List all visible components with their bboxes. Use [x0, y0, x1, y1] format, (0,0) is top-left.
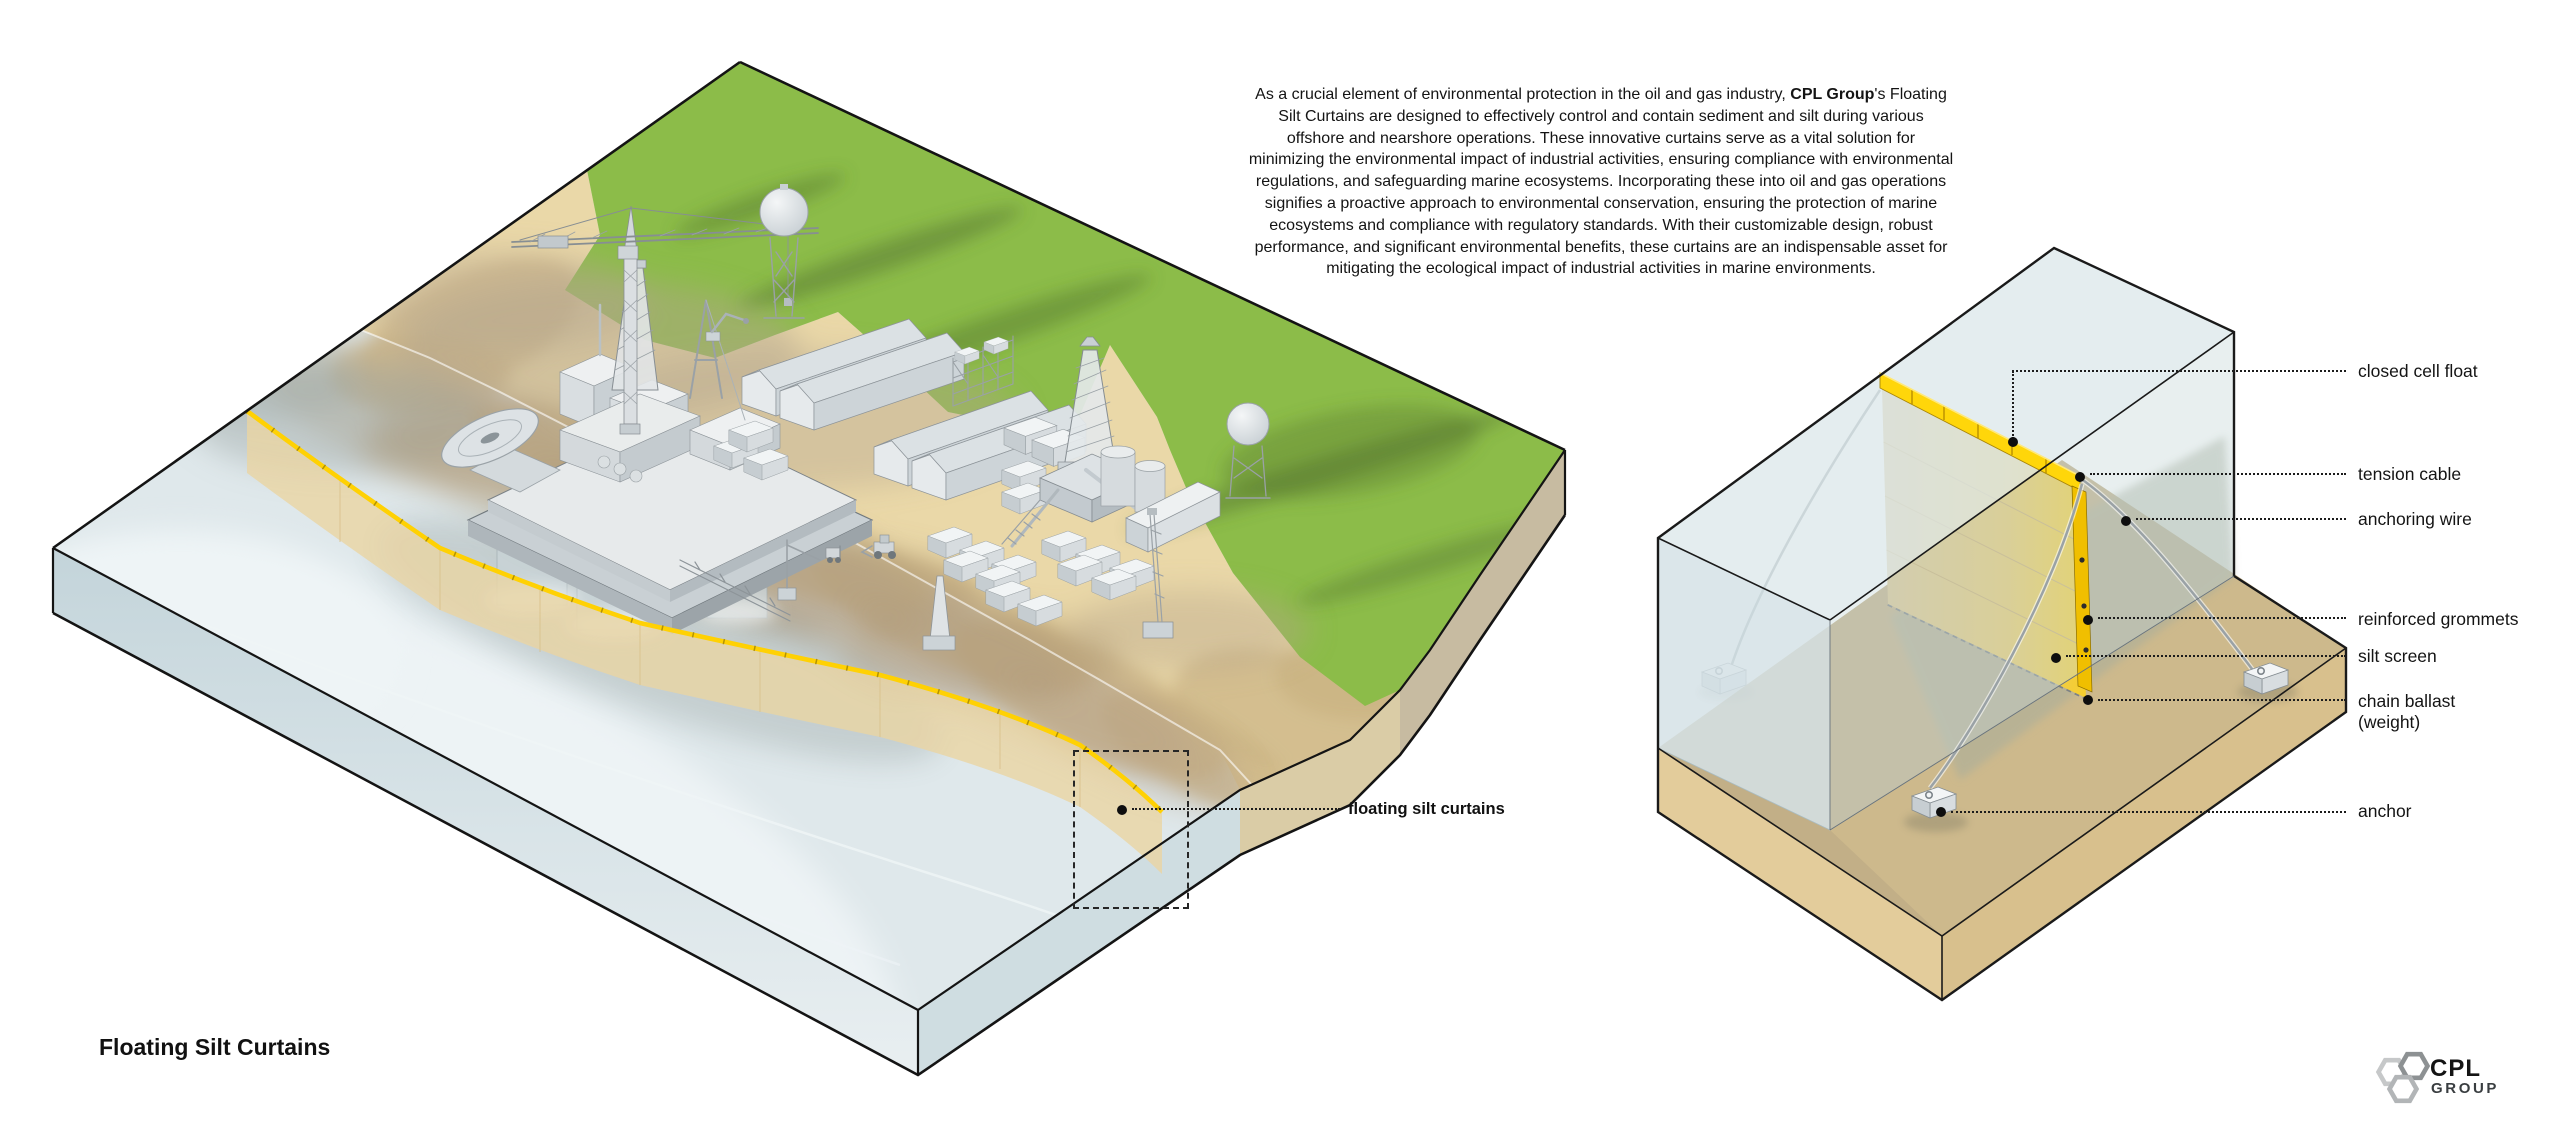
- leader-silt-screen: [2066, 655, 2346, 657]
- long-building: [1125, 481, 1221, 553]
- seabed-front-right: [1942, 648, 2346, 1000]
- water-tower: [759, 184, 809, 319]
- curtain-focus-box: [1073, 750, 1189, 909]
- water-tower-2: [1225, 402, 1271, 499]
- warehouse-buildings: [741, 318, 1087, 501]
- leader-reinforced-grommets: [2098, 617, 2346, 619]
- dot-chain-ballast: [2083, 695, 2093, 705]
- dot-silt-screen: [2051, 653, 2061, 663]
- leader-anchoring-wire: [2136, 518, 2346, 520]
- seabed-ledge: [1830, 576, 2346, 936]
- leader-floating-silt-curtains: [1132, 808, 1340, 810]
- diagram-outline: [1656, 246, 2348, 1002]
- intro-lead: As a crucial element of environmental pr…: [1255, 86, 1791, 103]
- dot-reinforced-grommets: [2083, 615, 2093, 625]
- block-outline: [51, 60, 1567, 1077]
- curtain-skirt: [247, 411, 1162, 874]
- industrial-structures: [441, 184, 1271, 651]
- detail-diagram: [1656, 246, 2348, 1002]
- intro-paragraph: As a crucial element of environmental pr…: [1248, 84, 1954, 280]
- leader-closed-cell-float: [2012, 370, 2346, 372]
- dot-anchoring-wire: [2121, 516, 2131, 526]
- seabed-front-left: [1658, 748, 1942, 1000]
- label-silt-screen: silt screen: [2358, 646, 2437, 666]
- label-closed-cell-float: closed cell float: [2358, 361, 2478, 381]
- page-title: Floating Silt Curtains: [99, 1034, 331, 1060]
- block-right-side-cliff: [1400, 450, 1565, 755]
- logo-hexagon-dark: [2397, 1051, 2431, 1081]
- machinery-arm: [705, 312, 749, 342]
- callout-dot-floating-silt-curtains: [1117, 805, 1127, 815]
- dot-closed-cell-float: [2008, 437, 2018, 447]
- grass-field: [565, 62, 1565, 706]
- intro-brand: CPL Group: [1790, 86, 1875, 103]
- label-anchoring-wire: anchoring wire: [2358, 509, 2472, 529]
- logo-hexagon-mid: [2386, 1074, 2420, 1104]
- logo-brand-text: CPL: [2430, 1055, 2481, 1082]
- anchoring-wire-right: [2079, 476, 2263, 683]
- vehicles: [825, 534, 896, 563]
- label-floating-silt-curtains: floating silt curtains: [1348, 800, 1505, 818]
- storage-tanks: [1100, 445, 1166, 513]
- block-left-side-face: [53, 548, 918, 1075]
- leader-closed-cell-float-vertical: [2012, 371, 2014, 439]
- mobile-crane: [1142, 508, 1174, 639]
- dot-anchor: [1936, 807, 1946, 817]
- intro-rest: 's Floating Silt Curtains are designed t…: [1248, 86, 1954, 278]
- silt-curtain: [245, 408, 1164, 874]
- anchor-wire-front: [1929, 483, 2084, 789]
- leader-chain-ballast: [2098, 699, 2346, 701]
- logo-mark: [2375, 1051, 2431, 1104]
- tower-crane: [511, 205, 819, 435]
- dot-tension-cable: [2075, 472, 2085, 482]
- leader-tension-cable: [2090, 473, 2346, 475]
- logo-suffix-text: GROUP: [2431, 1080, 2500, 1097]
- leader-anchor: [1951, 811, 2346, 813]
- label-tension-cable: tension cable: [2358, 464, 2462, 484]
- label-anchor: anchor: [2358, 801, 2412, 821]
- label-reinforced-grommets: reinforced grommets: [2358, 609, 2519, 629]
- label-chain-ballast: chain ballast (weight): [2358, 691, 2456, 732]
- scaffold-rack: [952, 335, 1014, 407]
